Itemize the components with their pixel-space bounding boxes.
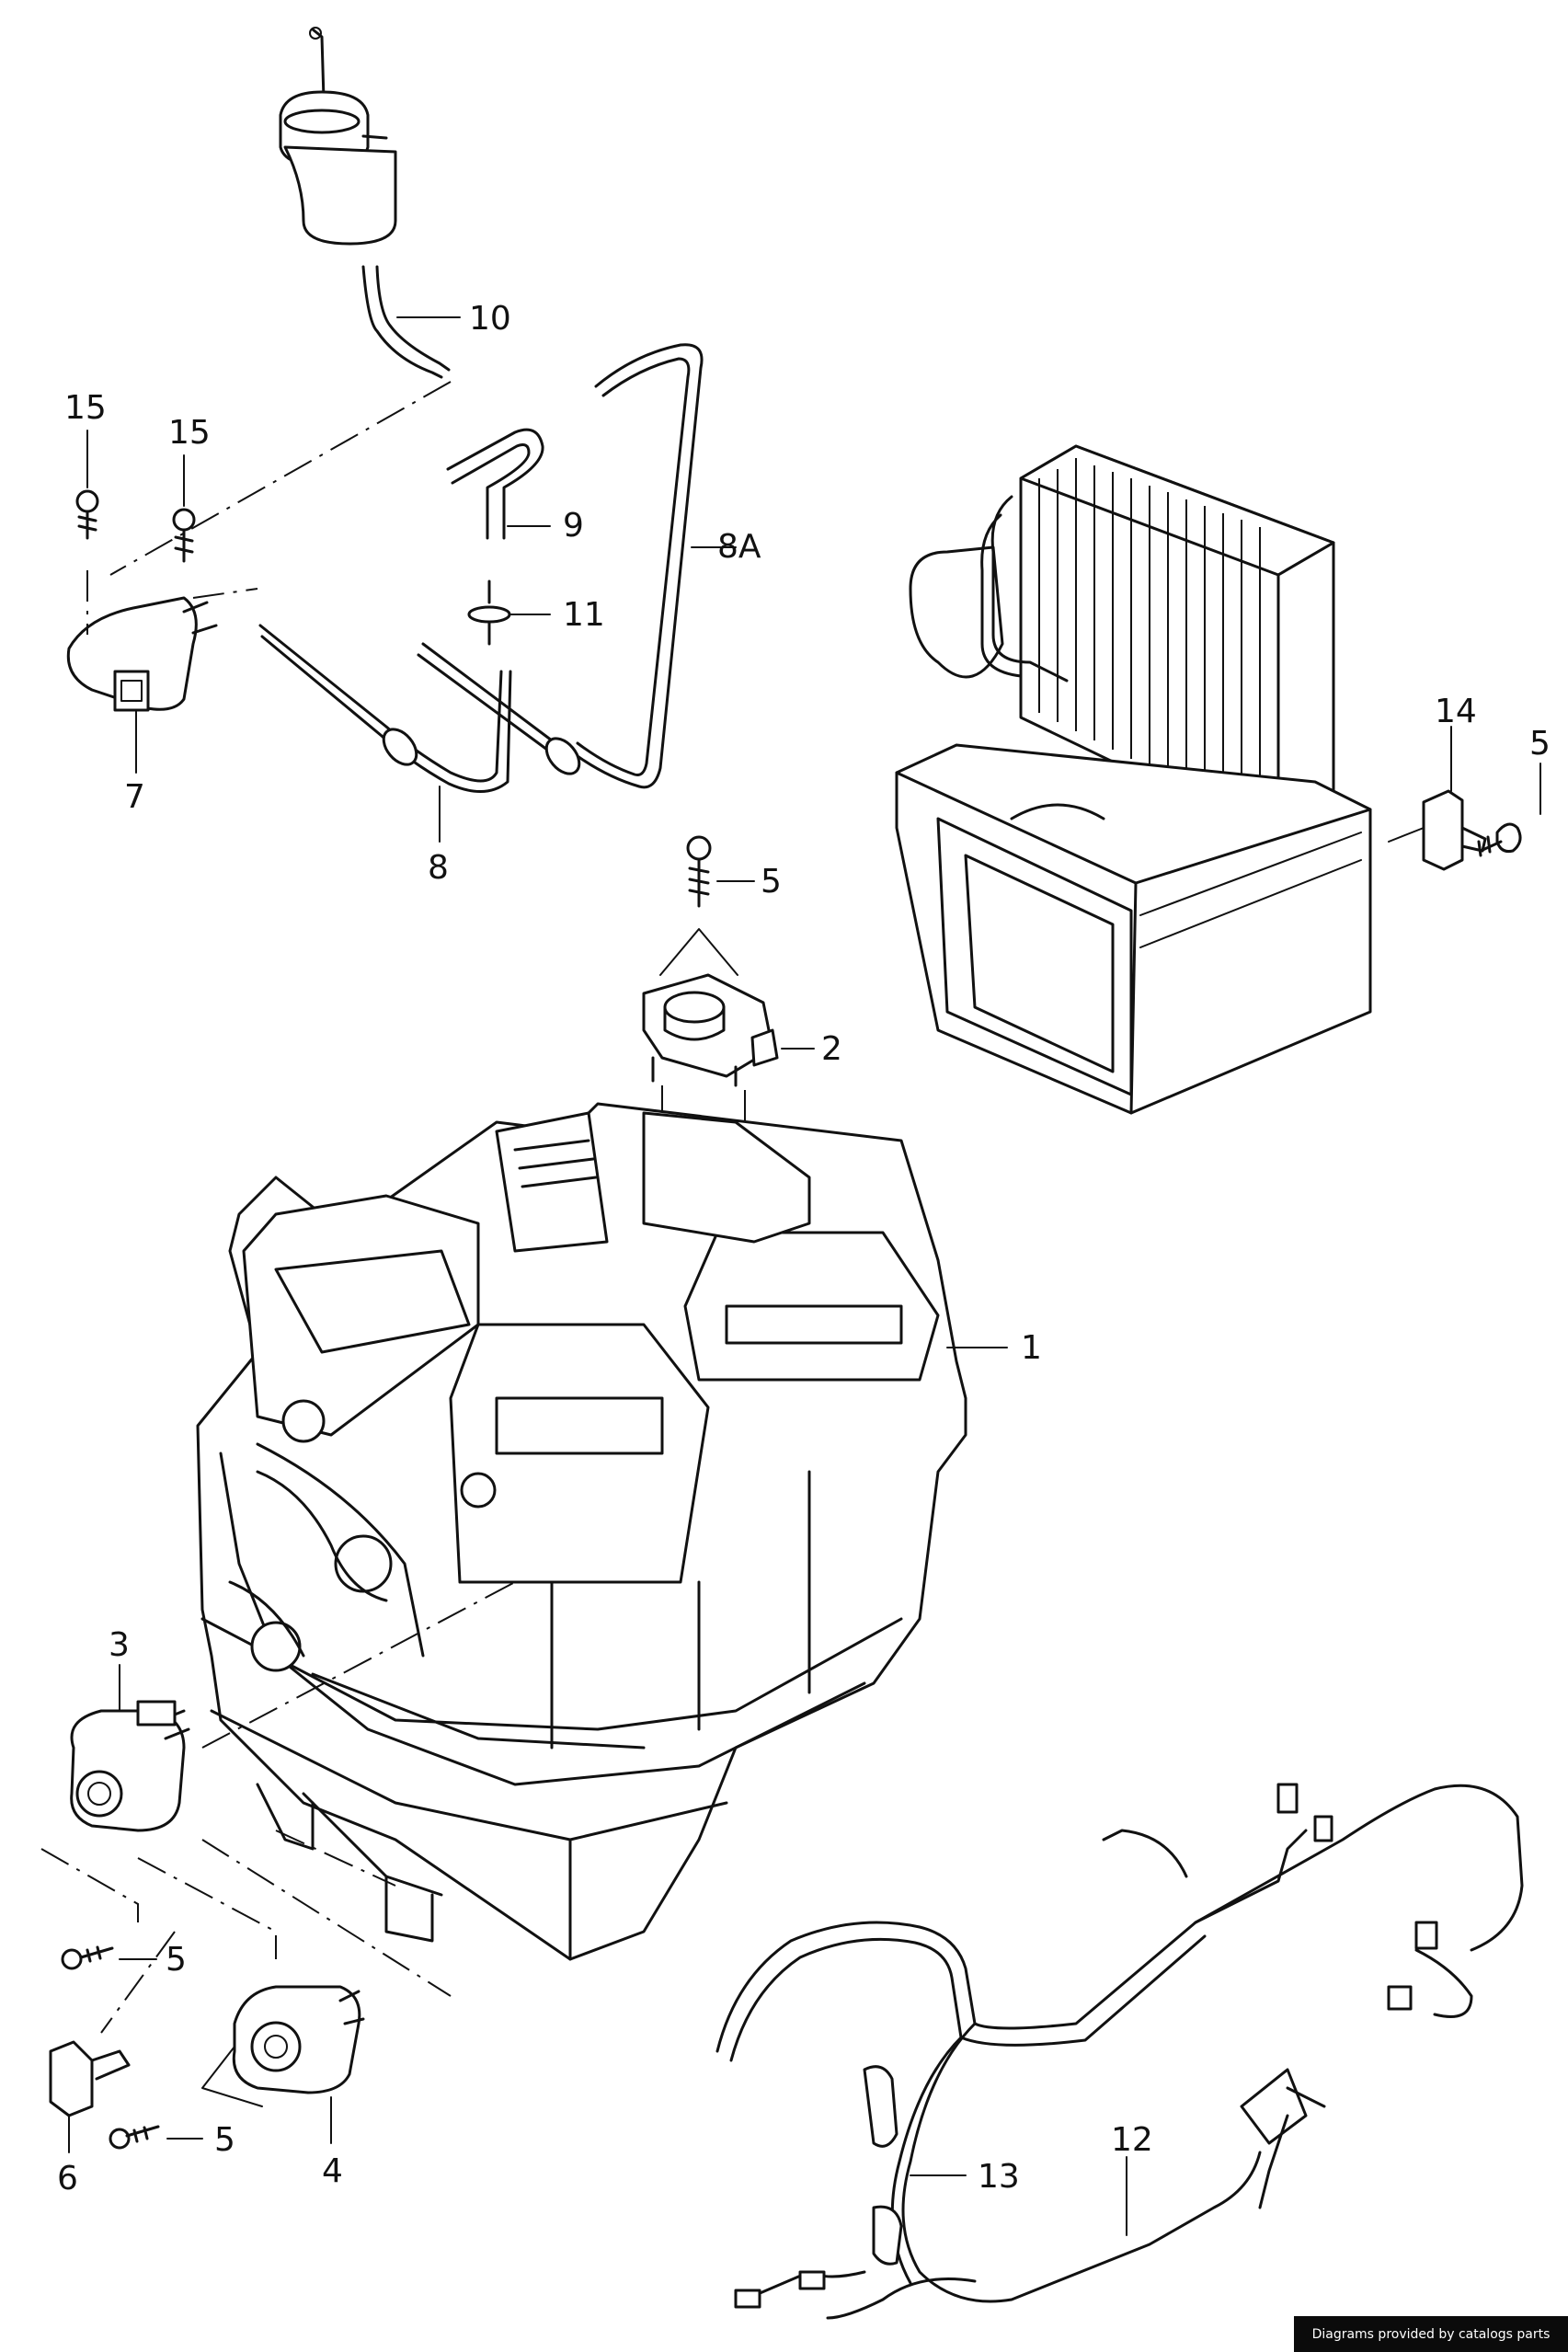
part-8-vacuum-hose[interactable] [258, 624, 586, 843]
callout-15-right: 15 [168, 414, 211, 452]
leader-line [201, 1581, 516, 1749]
leader-line [275, 1830, 396, 1887]
callout-14: 14 [1435, 693, 1477, 730]
callout-1: 1 [1021, 1329, 1042, 1367]
callout-8: 8 [428, 849, 449, 887]
leader-line [100, 1931, 176, 2034]
callout-6: 6 [57, 2160, 78, 2197]
part-7-vacuum-valve[interactable] [66, 596, 218, 774]
leader-line [201, 1839, 452, 1997]
leader-line [137, 1857, 277, 1959]
callout-7: 7 [124, 778, 145, 816]
part-1-heater-housing[interactable] [196, 1102, 1008, 1961]
callout-5-upper-right: 5 [1529, 725, 1551, 763]
part-13-harness-clip[interactable] [863, 2065, 967, 2266]
part-14-bracket[interactable] [1422, 726, 1487, 871]
part-11-non-return-valve[interactable] [467, 579, 551, 646]
part-5-screw-left-mid[interactable] [61, 1945, 157, 1970]
callout-11: 11 [563, 596, 605, 634]
callout-2: 2 [821, 1030, 842, 1068]
diagram-credit-text: Diagrams provided by catalogs parts [1311, 2326, 1551, 2342]
callout-8a: 8A [717, 528, 761, 566]
callout-5-center: 5 [761, 863, 782, 901]
part-10-vacuum-reservoir[interactable] [279, 27, 461, 379]
callout-13: 13 [978, 2158, 1020, 2196]
callout-15-left: 15 [64, 389, 107, 427]
callout-5-lower: 5 [214, 2121, 235, 2159]
part-8a-vacuum-hose[interactable] [573, 343, 737, 789]
part-5-screw-upper-right[interactable] [1477, 763, 1541, 857]
part-5-screw-lower[interactable] [109, 2046, 263, 2150]
part-2-servo-motor[interactable] [642, 973, 815, 1087]
leader-line [1388, 827, 1425, 843]
part-6-switch[interactable] [49, 2040, 131, 2153]
leader-line [40, 1848, 139, 1922]
callout-4: 4 [322, 2152, 343, 2190]
part-12-wiring-harness[interactable] [715, 1783, 1524, 2320]
leader-line [109, 381, 452, 576]
callout-9: 9 [563, 507, 584, 545]
part-9-vacuum-hose[interactable] [446, 428, 551, 540]
part-15-screw-left[interactable] [75, 430, 99, 540]
evaporator-assembly[interactable] [895, 444, 1372, 1115]
leader-line [192, 588, 258, 599]
part-15-screw-right[interactable] [172, 454, 196, 563]
part-4-servo-motor[interactable] [232, 1985, 365, 2144]
callout-12: 12 [1111, 2121, 1153, 2159]
callout-10: 10 [469, 300, 511, 338]
diagram-credit-banner: Diagrams provided by catalogs parts [1294, 2316, 1568, 2352]
callout-3: 3 [109, 1626, 130, 1664]
part-3-servo-motor[interactable] [70, 1664, 190, 1832]
part-5-screw-center[interactable] [659, 835, 755, 976]
callout-5-left-mid: 5 [166, 1941, 187, 1979]
